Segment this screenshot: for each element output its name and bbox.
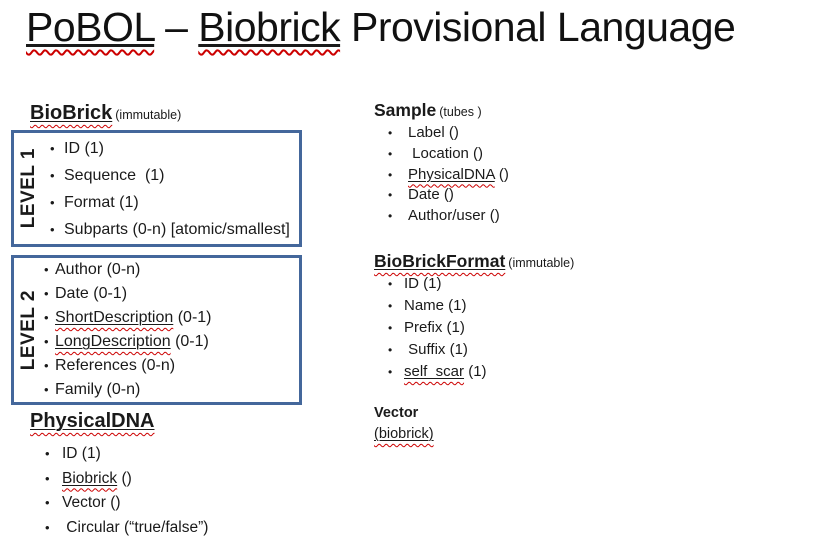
item-text: ID (1) <box>404 275 442 292</box>
bullet-icon: • <box>50 222 55 237</box>
list-item: • Author (0-n) <box>44 258 212 282</box>
item-text: Location () <box>408 144 484 162</box>
physicaldna-list: • ID (1) • Biobrick () • Vector () • Circul… <box>45 442 208 540</box>
list-item: • LongDescription (0-1) <box>44 330 212 354</box>
list-item: • PhysicalDNA () <box>388 165 509 186</box>
level1-box: LEVEL 1 • ID (1) • Sequence (1) • Format (1… <box>11 130 302 247</box>
bullet-icon: • <box>50 141 55 156</box>
list-item: • Sequence (1) <box>44 162 290 189</box>
bullet-icon: • <box>388 365 393 379</box>
item-text: ShortDescription (0-1) <box>55 309 212 326</box>
biobrickformat-list: • ID (1) • Name (1) • Prefix (1) • Suffix (… <box>388 273 487 383</box>
item-text: Format (1) <box>64 194 139 211</box>
list-item: • Author/user () <box>388 206 509 227</box>
bullet-icon: • <box>44 286 49 301</box>
level1-list: • ID (1) • Sequence (1) • Format (1) • Subpa… <box>44 133 290 244</box>
list-item: • Prefix (1) <box>388 317 487 339</box>
list-item: • Subparts (0-n) [atomic/smallest] <box>44 216 290 243</box>
bullet-icon: • <box>44 334 49 349</box>
item-text: LongDescription (0-1) <box>55 333 209 350</box>
bullet-icon: • <box>44 310 49 325</box>
list-item: • ID (1) <box>45 442 208 467</box>
bullet-icon: • <box>388 188 393 203</box>
bullet-icon: • <box>45 470 50 486</box>
bullet-icon: • <box>44 262 49 277</box>
item-text: Circular (“true/false”) <box>62 518 209 536</box>
physicaldna-heading: PhysicalDNA <box>30 410 155 432</box>
item-text: Name (1) <box>404 297 467 314</box>
title-rest: Provisional Language <box>340 4 736 50</box>
item-text: Date (0-1) <box>55 285 128 302</box>
sample-heading: Sample(tubes ) <box>374 100 482 120</box>
bullet-icon: • <box>388 299 393 313</box>
bullet-icon: • <box>388 126 393 140</box>
list-item: • Location () <box>388 144 509 165</box>
biobrick-heading-note: (immutable) <box>115 108 182 122</box>
bullet-icon: • <box>45 519 50 535</box>
list-item: • Suffix (1) <box>388 339 487 361</box>
level2-label-column: LEVEL 2 <box>14 258 44 402</box>
item-text: Subparts (0-n) [atomic/smallest] <box>64 221 290 238</box>
list-item: • ID (1) <box>44 135 290 162</box>
item-text: Sequence (1) <box>64 167 165 184</box>
bullet-icon: • <box>45 446 50 461</box>
level1-label: LEVEL 1 <box>18 148 39 229</box>
item-text: Family (0-n) <box>55 381 141 398</box>
list-item: • References (0-n) <box>44 354 212 378</box>
title-underlined-word: Biobrick <box>198 4 341 50</box>
bullet-icon: • <box>50 195 55 210</box>
list-item: • Label () <box>388 123 509 144</box>
list-item: • Date () <box>388 185 509 206</box>
list-item: • Name (1) <box>388 295 487 317</box>
item-text: References (0-n) <box>55 357 176 374</box>
level1-label-column: LEVEL 1 <box>14 133 44 244</box>
item-text: Biobrick () <box>62 469 132 487</box>
item-text: ID (1) <box>64 140 104 157</box>
biobrick-heading: BioBrick(immutable) <box>30 102 182 124</box>
biobrickformat-heading: BioBrickFormat(immutable) <box>374 251 575 271</box>
title-underlined-word: PoBOL <box>26 4 155 50</box>
list-item: • Format (1) <box>44 189 290 216</box>
item-text: Date () <box>408 186 454 204</box>
bullet-icon: • <box>44 358 49 373</box>
list-item: • ID (1) <box>388 273 487 295</box>
title-dash: – <box>154 4 199 50</box>
item-text: PhysicalDNA () <box>408 165 509 183</box>
level2-list: • Author (0-n) • Date (0-1) • ShortDescript… <box>44 258 212 402</box>
sample-heading-note: (tubes ) <box>439 105 482 119</box>
biobrickformat-heading-note: (immutable) <box>508 256 575 270</box>
item-text: Prefix (1) <box>404 319 465 336</box>
list-item: • Biobrick () <box>45 467 208 492</box>
bullet-icon: • <box>388 277 393 291</box>
item-text: Vector () <box>62 494 121 511</box>
bullet-icon: • <box>388 343 393 357</box>
item-text: ID (1) <box>62 445 101 462</box>
bullet-icon: • <box>388 209 393 224</box>
slide-title: PoBOL – Biobrick Provisional Language <box>26 4 736 51</box>
item-text: Label () <box>408 124 459 141</box>
level2-box: LEVEL 2 • Author (0-n) • Date (0-1) • Short… <box>11 255 302 405</box>
vector-subtext: (biobrick) <box>374 426 434 442</box>
list-item: • Vector () <box>45 491 208 516</box>
item-text: Author/user () <box>408 207 500 225</box>
bullet-icon: • <box>388 321 393 335</box>
list-item: • Circular (“true/false”) <box>45 516 208 541</box>
item-text: Suffix (1) <box>404 341 468 358</box>
sample-list: •Label () • Location () •PhysicalDNA () … <box>388 123 509 227</box>
bullet-icon: • <box>50 168 55 183</box>
vector-heading: Vector <box>374 405 419 421</box>
item-text: Author (0-n) <box>55 261 141 278</box>
item-text: self_scar (1) <box>404 363 487 380</box>
bullet-icon: • <box>45 495 50 510</box>
bullet-icon: • <box>388 167 393 182</box>
list-item: • Date (0-1) <box>44 282 212 306</box>
list-item: • self_scar (1) <box>388 361 487 383</box>
level2-label: LEVEL 2 <box>18 289 39 371</box>
list-item: • Family (0-n) <box>44 378 212 402</box>
bullet-icon: • <box>44 382 49 397</box>
bullet-icon: • <box>388 146 393 161</box>
list-item: • ShortDescription (0-1) <box>44 306 212 330</box>
